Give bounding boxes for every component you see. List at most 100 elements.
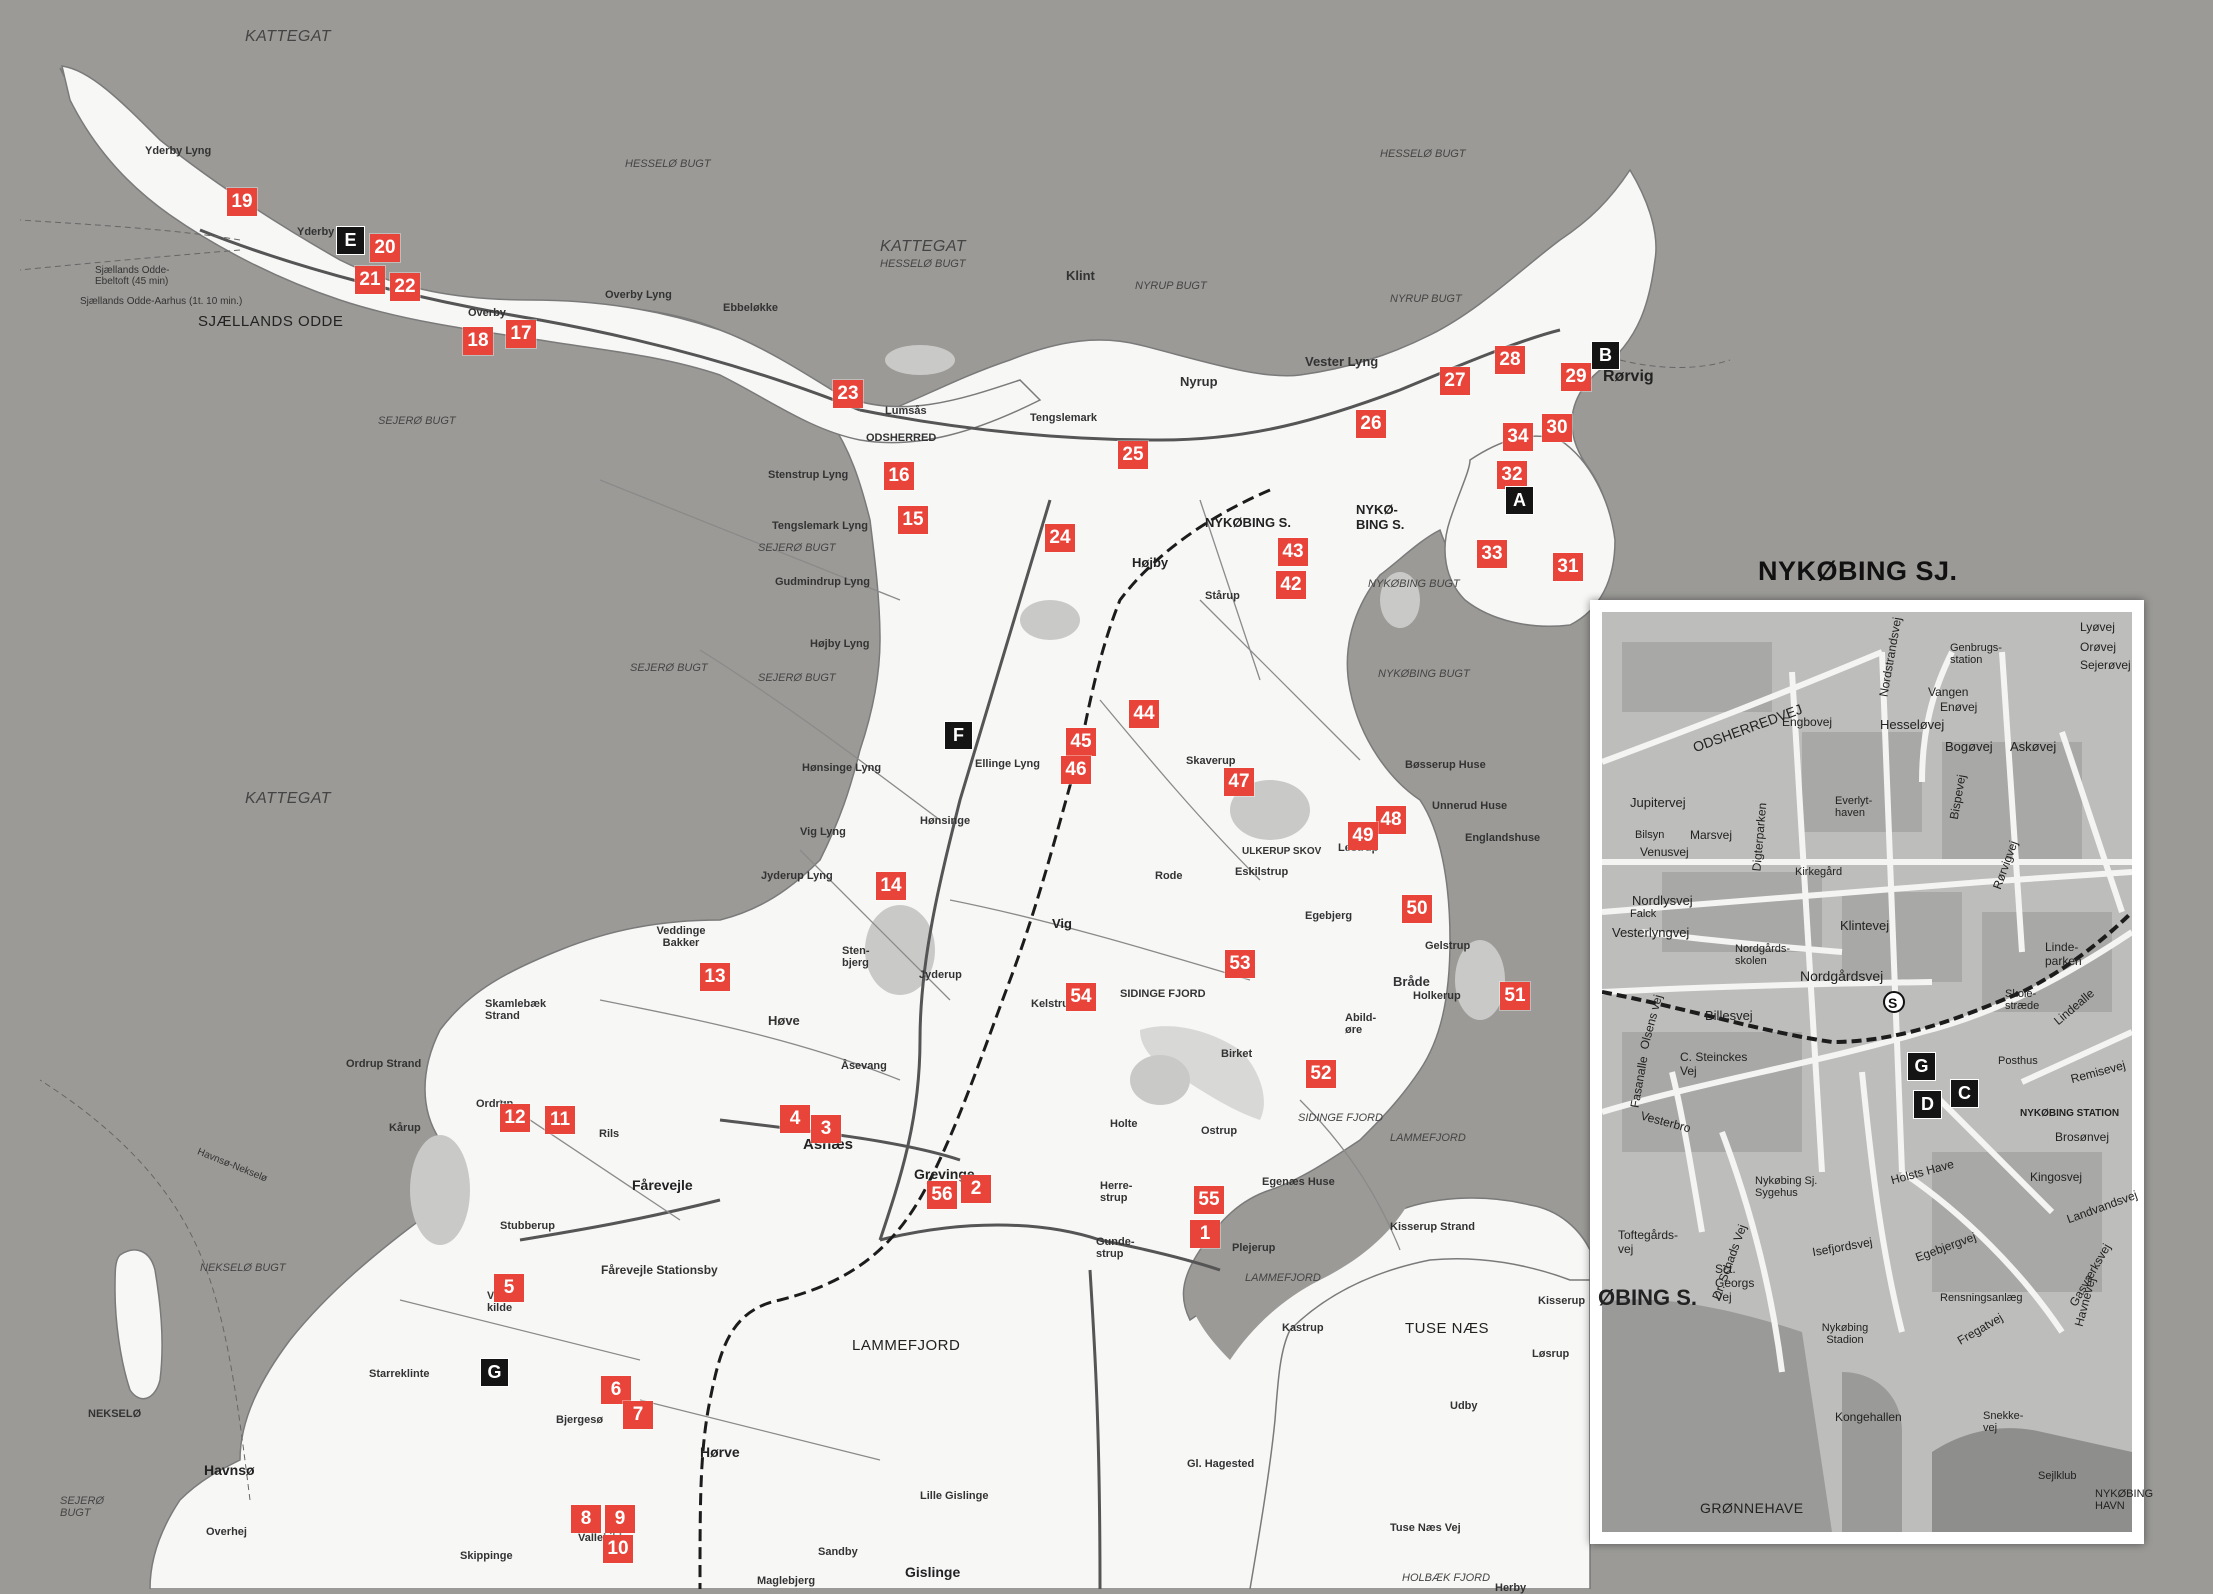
poi-marker[interactable]: 32 — [1497, 461, 1527, 489]
poi-marker[interactable]: 23 — [833, 380, 863, 408]
poi-marker[interactable]: 3 — [811, 1115, 841, 1143]
inset-street-label: Kingosvej — [2030, 1170, 2083, 1184]
town-label: Gunde-strup — [1096, 1236, 1135, 1260]
poi-marker[interactable]: 7 — [623, 1401, 653, 1429]
inset-place-label: Everlyt-haven — [1835, 795, 1873, 819]
poi-marker[interactable]: 12 — [500, 1104, 530, 1132]
town-label: Vester Lyng — [1305, 354, 1379, 369]
poi-marker[interactable]: 29 — [1561, 363, 1591, 391]
poi-marker[interactable]: 27 — [1440, 367, 1470, 395]
poi-marker[interactable]: 30 — [1542, 414, 1572, 442]
town-label: Stårup — [1205, 590, 1240, 602]
poi-marker[interactable]: 4 — [780, 1105, 810, 1133]
poi-marker[interactable]: 45 — [1066, 728, 1096, 756]
poi-marker[interactable]: 19 — [227, 188, 257, 216]
inset-street-label: Jupitervej — [1630, 795, 1686, 810]
island-label-nekselo: NEKSELØ — [88, 1408, 142, 1420]
poi-marker[interactable]: 14 — [876, 872, 906, 900]
poi-marker[interactable]: 48 — [1376, 806, 1406, 834]
town-label: Grevinge — [914, 1166, 975, 1182]
inset-street-label: Linde-parken — [2045, 940, 2082, 968]
poi-marker[interactable]: 6 — [601, 1376, 631, 1404]
inset-street-label: Skole-stræde — [2005, 988, 2040, 1012]
area-marker-g[interactable]: G — [480, 1358, 509, 1387]
town-label: Lille Gislinge — [920, 1490, 989, 1502]
town-label: Abild-øre — [1345, 1012, 1377, 1036]
town-label: Havnsø — [204, 1462, 255, 1478]
town-label: Rils — [599, 1128, 620, 1140]
inset-title: NYKØBING SJ. — [1758, 556, 1958, 586]
poi-marker[interactable]: 31 — [1553, 553, 1583, 581]
poi-marker[interactable]: 46 — [1061, 756, 1091, 784]
inset-street-label: Snekke-vej — [1983, 1410, 2024, 1434]
poi-marker[interactable]: 10 — [603, 1535, 633, 1563]
poi-marker[interactable]: 56 — [927, 1181, 957, 1209]
poi-marker[interactable]: 5 — [494, 1274, 524, 1302]
poi-marker[interactable]: 17 — [506, 320, 536, 348]
inset-harbour — [1932, 1428, 2132, 1532]
area-marker-c[interactable]: C — [1950, 1079, 1979, 1108]
poi-marker[interactable]: 43 — [1278, 538, 1308, 566]
inset-streets — [1602, 649, 2132, 1373]
inset-street-label: Nordlysvej — [1632, 893, 1693, 908]
poi-marker[interactable]: 33 — [1477, 540, 1507, 568]
town-label: Unnerud Huse — [1432, 800, 1508, 812]
poi-marker[interactable]: 52 — [1306, 1060, 1336, 1088]
town-label: Ellinge Lyng — [975, 758, 1040, 770]
poi-marker[interactable]: 24 — [1045, 524, 1075, 552]
town-label: Overby — [468, 307, 506, 319]
poi-marker[interactable]: 25 — [1118, 441, 1148, 469]
inset-street-label: Engbovej — [1782, 715, 1833, 729]
sea-label-nykobing-bugt: NYKØBING BUGT — [1368, 578, 1460, 590]
sea-label-sejero-bugt: SEJERØ BUGT — [758, 672, 836, 684]
town-label: Herby — [1495, 1582, 1527, 1594]
area-marker-a[interactable]: A — [1505, 486, 1534, 515]
poi-marker[interactable]: 1 — [1190, 1220, 1220, 1248]
poi-marker[interactable]: 49 — [1348, 822, 1378, 850]
poi-marker[interactable]: 34 — [1503, 423, 1533, 451]
poi-marker[interactable]: 16 — [884, 462, 914, 490]
poi-marker[interactable]: 55 — [1194, 1186, 1224, 1214]
sea-label-lammefjord: LAMMEFJORD — [1390, 1132, 1466, 1144]
inset-nykobing[interactable]: S — [1590, 600, 2144, 1544]
poi-marker[interactable]: 42 — [1276, 571, 1306, 599]
poi-marker[interactable]: 44 — [1129, 700, 1159, 728]
town-label: Stenstrup Lyng — [768, 469, 849, 481]
poi-marker[interactable]: 26 — [1356, 410, 1386, 438]
poi-marker[interactable]: 20 — [370, 234, 400, 262]
town-label: Sten-bjerg — [842, 945, 870, 969]
sea-label-sidinge-fjord: SIDINGE FJORD — [1298, 1112, 1383, 1124]
area-marker-g[interactable]: G — [1907, 1052, 1936, 1081]
poi-marker[interactable]: 13 — [700, 963, 730, 991]
poi-marker[interactable]: 54 — [1066, 983, 1096, 1011]
area-marker-f[interactable]: F — [944, 721, 973, 750]
poi-marker[interactable]: 8 — [571, 1505, 601, 1533]
poi-marker[interactable]: 21 — [355, 266, 385, 294]
area-marker-b[interactable]: B — [1591, 341, 1620, 370]
poi-marker[interactable]: 50 — [1402, 895, 1432, 923]
town-label: Starreklinte — [369, 1368, 430, 1380]
poi-marker[interactable]: 28 — [1495, 346, 1525, 374]
area-marker-e[interactable]: E — [336, 226, 365, 255]
poi-marker[interactable]: 15 — [898, 506, 928, 534]
poi-marker[interactable]: 22 — [390, 273, 420, 301]
town-label: Vig — [1052, 916, 1072, 931]
svg-text:S: S — [1888, 995, 1897, 1011]
poi-marker[interactable]: 11 — [545, 1106, 575, 1134]
poi-marker[interactable]: 47 — [1224, 768, 1254, 796]
inset-map-canvas[interactable]: S — [1602, 612, 2132, 1532]
area-marker-d[interactable]: D — [1913, 1090, 1942, 1119]
inset-street-label: Billesvej — [1705, 1008, 1753, 1023]
main-roads — [199, 228, 1561, 1589]
poi-marker[interactable]: 53 — [1225, 950, 1255, 978]
town-label: Yderby — [297, 226, 335, 238]
town-label: Maglebjerg — [757, 1575, 816, 1587]
poi-marker[interactable]: 18 — [463, 327, 493, 355]
town-label: Fårevejle Stationsby — [601, 1263, 718, 1277]
poi-marker[interactable]: 9 — [605, 1505, 635, 1533]
poi-marker[interactable]: 51 — [1500, 982, 1530, 1010]
town-label: Klint — [1066, 268, 1095, 283]
inset-area-label: GRØNNEHAVE — [1700, 1500, 1804, 1516]
poi-marker[interactable]: 2 — [961, 1175, 991, 1203]
inset-street-label: Nordgårdsvej — [1800, 968, 1884, 984]
